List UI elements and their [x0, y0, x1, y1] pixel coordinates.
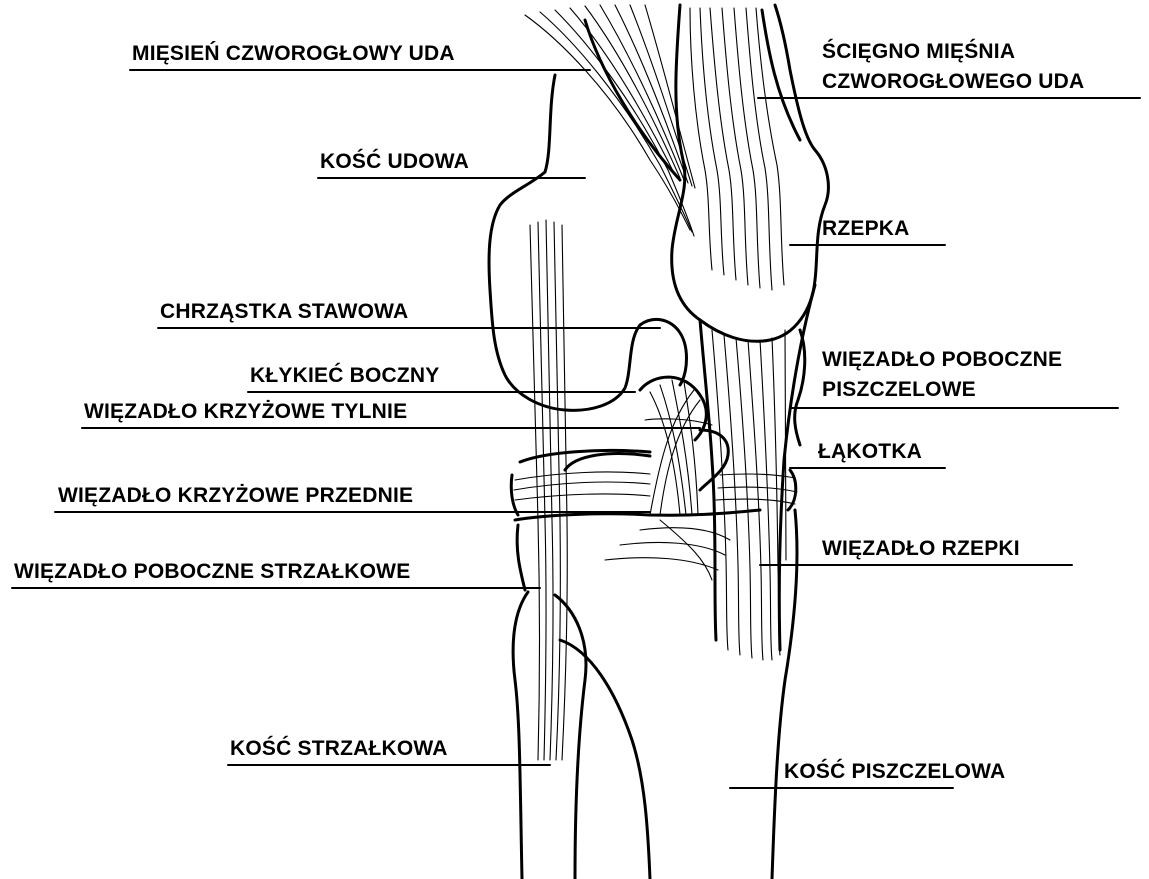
label-meniscus: ŁĄKOTKA [818, 440, 922, 464]
label-posterior-cruciate: WIĘZADŁO KRZYŻOWE TYLNIE [84, 400, 407, 424]
label-quadriceps-muscle: MIĘSIEŃ CZWOROGŁOWY UDA [132, 42, 455, 66]
fibular-collateral-ligament-shape [530, 220, 567, 760]
label-anterior-cruciate: WIĘZADŁO KRZYŻOWE PRZEDNIE [58, 484, 413, 508]
cruciate-ligaments-shape [640, 377, 712, 515]
label-tibia: KOŚĆ PISZCZELOWA [784, 760, 1005, 784]
label-lateral-condyle: KŁYKIEĆ BOCZNY [250, 364, 439, 388]
label-tibial-collateral-line1: WIĘZADŁO POBOCZNE [822, 348, 1062, 372]
fibula-shape [513, 592, 586, 879]
label-patellar-ligament: WIĘZADŁO RZEPKI [822, 537, 1020, 561]
meniscus-shape [511, 430, 797, 515]
label-fibula: KOŚĆ STRZAŁKOWA [230, 737, 448, 761]
leader-lines [12, 70, 1140, 788]
label-quadriceps-tendon-line2: CZWOROGŁOWEGO UDA [822, 70, 1084, 94]
tibia-shape [515, 510, 797, 879]
label-femur: KOŚĆ UDOWA [320, 150, 469, 174]
label-patella: RZEPKA [822, 217, 910, 241]
label-fibular-collateral: WIĘZADŁO POBOCZNE STRZAŁKOWE [14, 560, 410, 584]
label-articular-cartilage: CHRZĄSTKA STAWOWA [160, 300, 408, 324]
femur-shape [489, 75, 805, 445]
label-tibial-collateral-line2: PISZCZELOWE [822, 378, 976, 402]
label-quadriceps-tendon-line1: ŚCIĘGNO MIĘŚNIA [822, 40, 1015, 64]
